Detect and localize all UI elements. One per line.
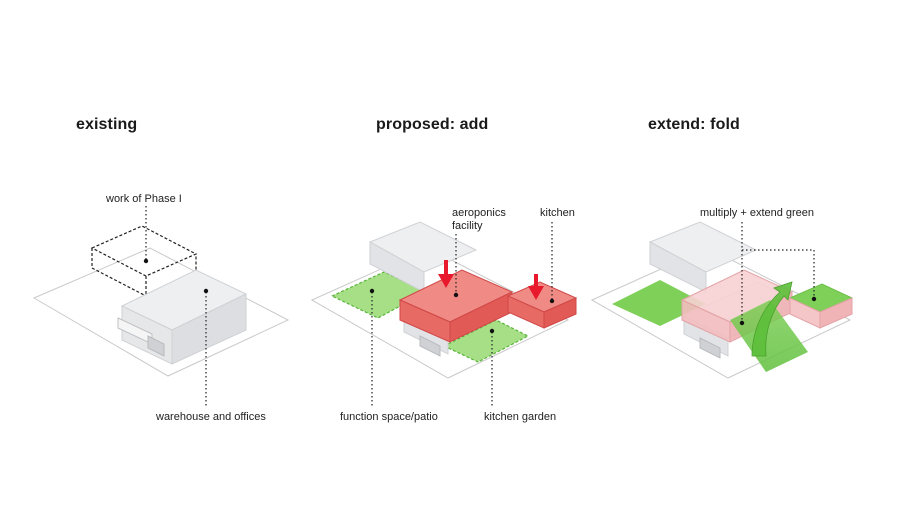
panel-extend-fold <box>590 221 854 379</box>
label-aeroponics: aeroponics <box>452 207 506 219</box>
leader-dot <box>203 288 209 294</box>
leader-dot <box>489 328 495 334</box>
leader-dot <box>739 320 745 326</box>
panel-proposed-add <box>310 221 578 408</box>
existing-long-volume <box>648 221 758 293</box>
function-space-patio-green <box>330 271 428 319</box>
warehouse-volume <box>117 269 248 365</box>
small-green-roof-volume <box>788 283 854 329</box>
leader-dot <box>143 258 149 264</box>
leader-dot <box>453 292 459 298</box>
label-facility: facility <box>452 220 483 232</box>
label-kitchen: kitchen <box>540 207 575 219</box>
kitchen-volume <box>506 281 578 329</box>
leader-dot <box>369 288 375 294</box>
label-warehouse-and-offices: warehouse and offices <box>156 411 266 423</box>
kitchen-garden-green <box>442 319 530 363</box>
add-arrow-icon <box>438 260 454 288</box>
label-multiply-extend-green: multiply + extend green <box>700 207 815 219</box>
label-work-of-phase-one: work of Phase I <box>106 193 182 205</box>
panel-existing <box>32 206 290 408</box>
label-function-space-patio: function space/patio <box>340 411 438 423</box>
leader-lines <box>741 222 815 322</box>
panel-title-existing: existing <box>76 116 138 133</box>
label-kitchen-garden: kitchen garden <box>484 411 557 423</box>
leader-lines <box>145 206 207 408</box>
existing-long-volume <box>368 221 478 293</box>
fold-arrow-icon <box>751 281 793 357</box>
fold-green-plane <box>730 300 808 372</box>
leader-dot <box>811 296 817 302</box>
leader-lines <box>371 222 553 408</box>
panel-title-proposed-add: proposed: add <box>376 116 489 133</box>
panel-title-extend-fold: extend: fold <box>648 116 740 133</box>
add-arrow-icon <box>528 274 544 300</box>
leader-dot <box>549 298 555 304</box>
